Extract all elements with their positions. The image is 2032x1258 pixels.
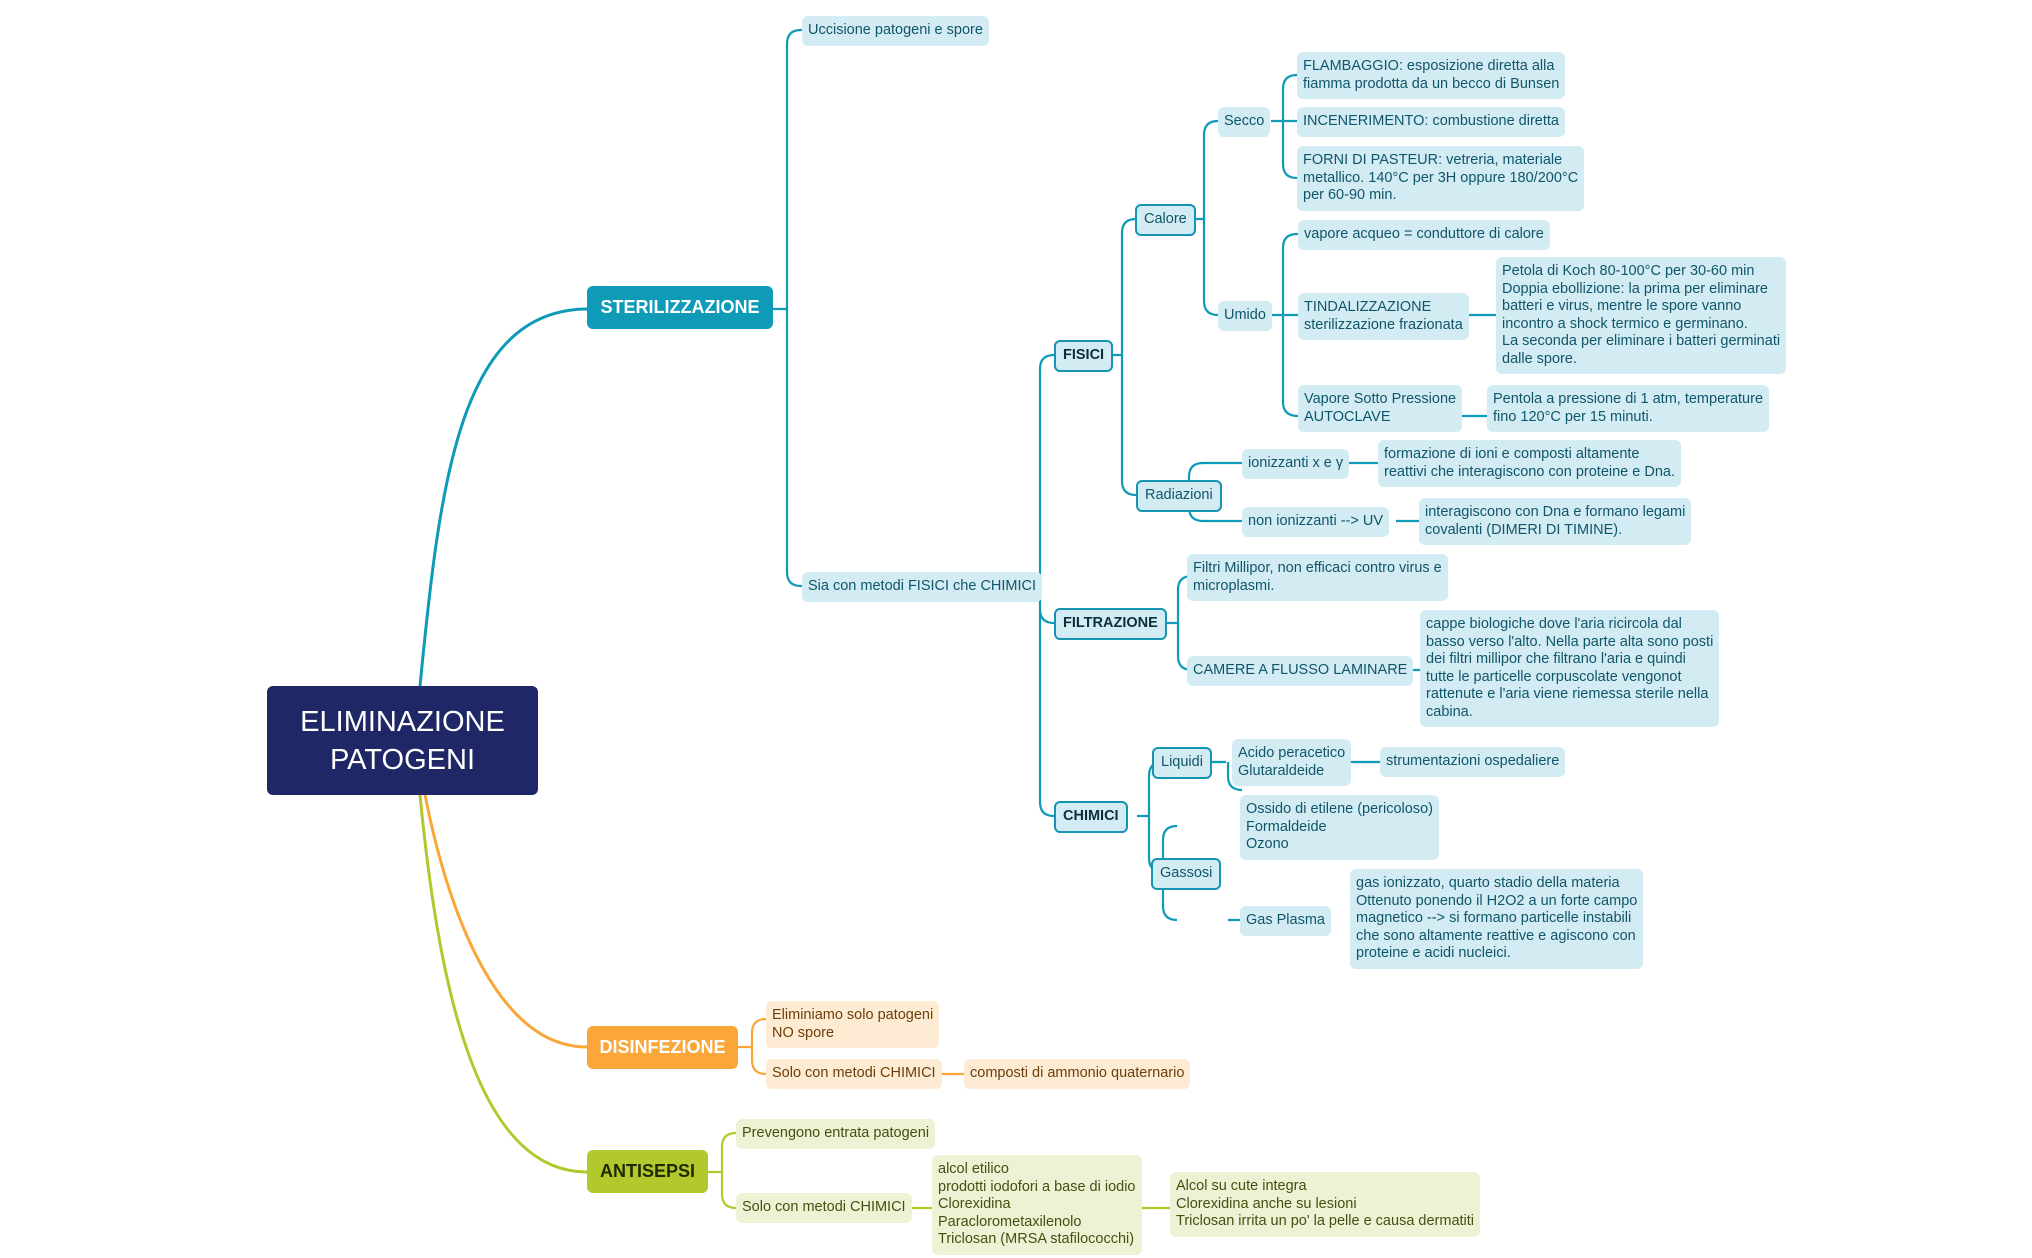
antisepsi-agenti-node[interactable]: alcol etilico prodotti iodofori a base d… <box>932 1155 1142 1255</box>
non-ionizzanti-node[interactable]: non ionizzanti --> UV <box>1242 507 1389 537</box>
sterilizzazione-node[interactable]: STERILIZZAZIONE <box>587 286 773 329</box>
gassosi-node[interactable]: Gassosi <box>1151 858 1222 890</box>
ammonio-quaternario-node[interactable]: composti di ammonio quaternario <box>964 1059 1191 1089</box>
flambaggio-node[interactable]: FLAMBAGGIO: esposizione diretta alla fia… <box>1297 52 1566 99</box>
forni-pasteur-node[interactable]: FORNI DI PASTEUR: vetreria, materiale me… <box>1297 146 1585 211</box>
ionizzanti-desc-node[interactable]: formazione di ioni e composti altamente … <box>1378 440 1681 487</box>
tindalizzazione-desc-node[interactable]: Petola di Koch 80-100°C per 30-60 min Do… <box>1496 257 1787 374</box>
calore-node[interactable]: Calore <box>1135 204 1196 236</box>
root-node[interactable]: ELIMINAZIONE PATOGENI <box>267 686 538 795</box>
antisepsi-node[interactable]: ANTISEPSI <box>587 1150 708 1193</box>
trunk-sterilizzazione <box>418 307 588 687</box>
gas-plasma-desc-node[interactable]: gas ionizzato, quarto stadio della mater… <box>1350 869 1644 969</box>
incenerimento-node[interactable]: INCENERIMENTO: combustione diretta <box>1297 107 1565 137</box>
camere-flusso-desc-node[interactable]: cappe biologiche dove l'aria ricircola d… <box>1420 610 1720 727</box>
antisepsi-note-node[interactable]: Alcol su cute integra Clorexidina anche … <box>1170 1172 1481 1237</box>
vapore-acqueo-node[interactable]: vapore acqueo = conduttore di calore <box>1298 220 1550 250</box>
camere-flusso-node[interactable]: CAMERE A FLUSSO LAMINARE <box>1187 656 1414 686</box>
radiazioni-node[interactable]: Radiazioni <box>1136 480 1222 512</box>
umido-node[interactable]: Umido <box>1218 301 1272 331</box>
wires-antisepsi <box>708 1131 1170 1210</box>
ionizzanti-node[interactable]: ionizzanti x e γ <box>1242 449 1350 479</box>
liquidi-agenti-node[interactable]: Acido peracetico Glutaraldeide <box>1232 739 1352 786</box>
antisepsi-metodi-node[interactable]: Solo con metodi CHIMICI <box>736 1193 912 1223</box>
gas-plasma-node[interactable]: Gas Plasma <box>1240 906 1331 936</box>
strumentazioni-node[interactable]: strumentazioni ospedaliere <box>1380 747 1566 777</box>
trunk-antisepsi <box>418 794 588 1174</box>
non-ionizzanti-desc-node[interactable]: interagiscono con Dna e formano legami c… <box>1419 498 1692 545</box>
liquidi-node[interactable]: Liquidi <box>1152 747 1212 779</box>
fisici-node[interactable]: FISICI <box>1054 340 1114 372</box>
previene-patogeni-node[interactable]: Prevengono entrata patogeni <box>736 1119 936 1149</box>
wires-sterilizzazione <box>773 28 1496 922</box>
disinfezione-metodi-node[interactable]: Solo con metodi CHIMICI <box>766 1059 942 1089</box>
gassosi-agenti-node[interactable]: Ossido di etilene (pericoloso) Formaldei… <box>1240 795 1439 860</box>
root-title: ELIMINAZIONE PATOGENI <box>300 705 505 776</box>
autoclave-desc-node[interactable]: Pentola a pressione di 1 atm, temperatur… <box>1487 385 1770 432</box>
autoclave-node[interactable]: Vapore Sotto Pressione AUTOCLAVE <box>1298 385 1463 432</box>
metodi-fisici-chimici-node[interactable]: Sia con metodi FISICI che CHIMICI <box>802 572 1043 602</box>
trunk-disinfezione <box>423 794 588 1049</box>
secco-node[interactable]: Secco <box>1218 107 1271 137</box>
disinfezione-node[interactable]: DISINFEZIONE <box>587 1026 738 1069</box>
millipor-node[interactable]: Filtri Millipor, non efficaci contro vir… <box>1187 554 1448 601</box>
tindalizzazione-node[interactable]: TINDALIZZAZIONE sterilizzazione fraziona… <box>1298 293 1469 340</box>
filtrazione-node[interactable]: FILTRAZIONE <box>1054 608 1167 640</box>
elimina-patogeni-node[interactable]: Eliminiamo solo patogeni NO spore <box>766 1001 940 1048</box>
uccisione-node[interactable]: Uccisione patogeni e spore <box>802 16 989 46</box>
chimici-node[interactable]: CHIMICI <box>1054 801 1128 833</box>
